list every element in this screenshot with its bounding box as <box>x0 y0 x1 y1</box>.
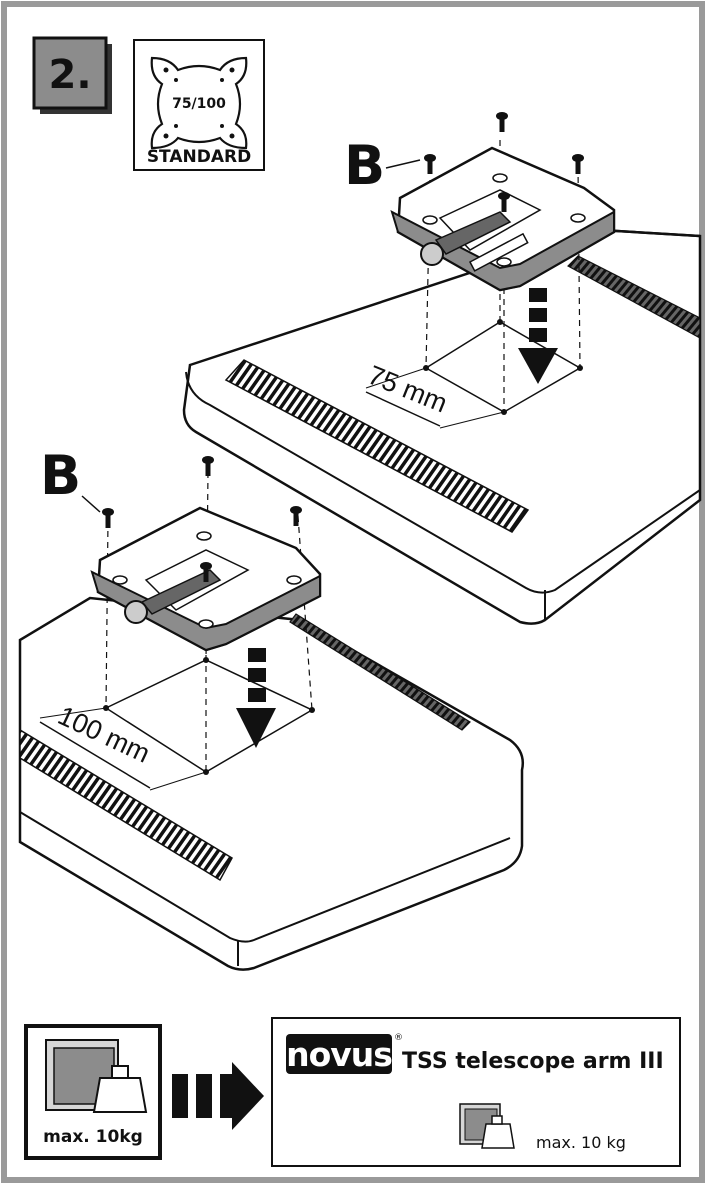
step-number-box: 2. <box>32 36 112 114</box>
top-down-arrow <box>518 288 558 384</box>
bottom-monitor: 100 mm <box>18 471 524 971</box>
brand-name: novus <box>286 1035 392 1074</box>
bottom-monitor-vent-back <box>289 613 471 731</box>
top-screw-label: B <box>344 134 385 197</box>
bottom-screws <box>102 456 302 582</box>
weight-badge-label: max. 10kg <box>43 1127 143 1147</box>
vesa-standard-badge: 75/100 STANDARD <box>133 39 265 171</box>
product-name: TSS telescope arm III <box>402 1049 664 1074</box>
bottom-down-arrow <box>236 648 276 748</box>
step-number: 2. <box>48 52 91 98</box>
transition-arrow-icon <box>172 1062 264 1130</box>
product-box: novus ® TSS telescope arm III max. 10 kg <box>271 1017 681 1167</box>
top-monitor-vent-back <box>567 255 701 340</box>
novus-logo <box>286 1034 392 1074</box>
top-screws <box>424 112 584 212</box>
top-mount-plate <box>390 146 616 292</box>
bottom-mount-plate <box>90 506 322 652</box>
registered-mark: ® <box>394 1033 403 1043</box>
product-weight-label: max. 10 kg <box>536 1133 626 1152</box>
vesa-sizes: 75/100 <box>172 96 226 112</box>
product-weight-icon <box>459 1103 515 1149</box>
top-monitor: 75 mm <box>182 140 702 625</box>
weight-badge: max. 10kg <box>24 1024 162 1160</box>
bottom-monitor-vent-front <box>19 728 234 882</box>
top-monitor-vent-front <box>224 359 530 533</box>
vesa-label: STANDARD <box>147 147 251 167</box>
monitor-weight-icon <box>45 1039 148 1113</box>
bottom-screw-label: B <box>40 444 81 507</box>
